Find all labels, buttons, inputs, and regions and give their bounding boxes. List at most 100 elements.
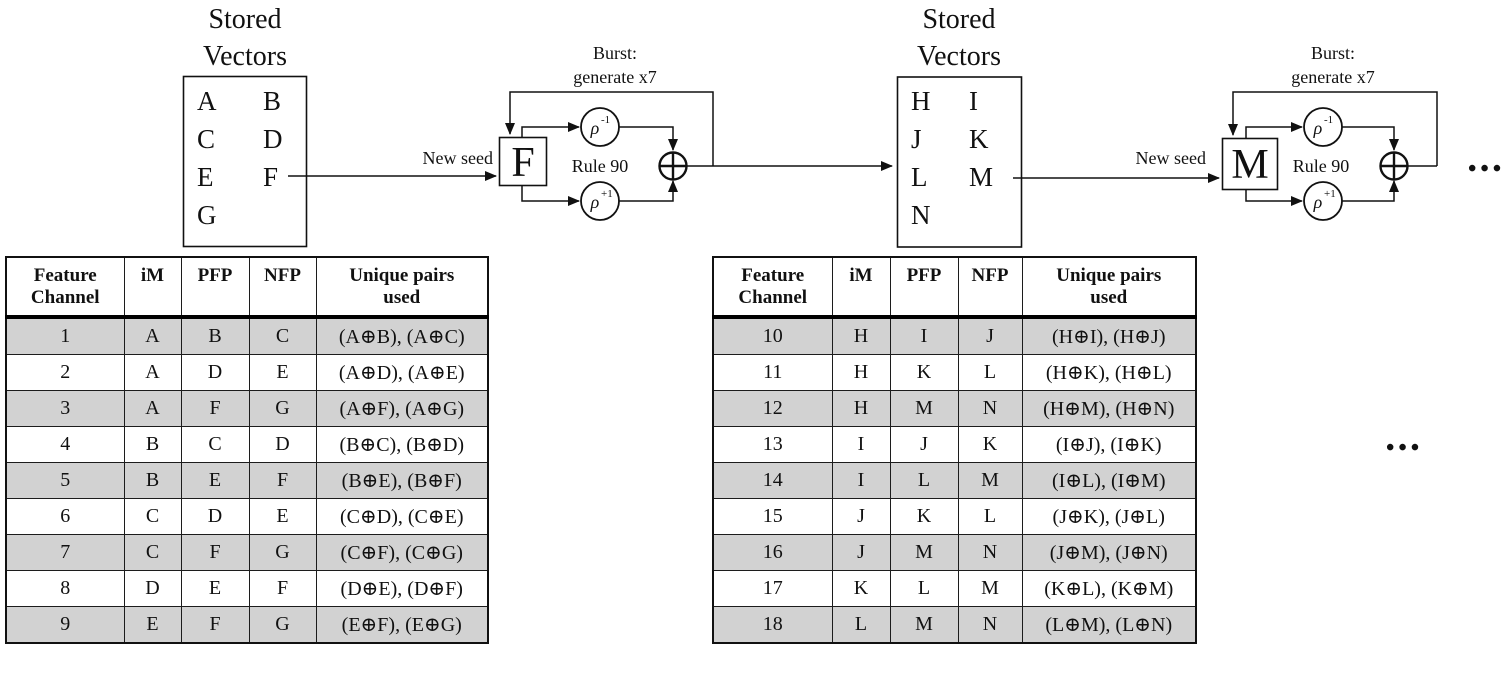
table-cell: 13 <box>712 426 833 463</box>
to-rho-bottom-arrow <box>521 185 580 206</box>
rho-bottom-exponent: +1 <box>1324 188 1336 200</box>
table-cell: K <box>831 570 891 607</box>
to-rho-bottom-arrow <box>1245 189 1303 206</box>
vector-letter: C <box>197 124 215 154</box>
rho-shift-right-node <box>580 181 620 221</box>
table-cell: (C⊕F), (C⊕G) <box>315 534 489 571</box>
table-cell: 15 <box>712 498 833 535</box>
rho-bottom-exponent: +1 <box>601 188 613 200</box>
table-cell: B <box>123 426 182 463</box>
stored-vectors-title-line1: Stored <box>922 4 995 35</box>
table-cell: (H⊕M), (H⊕N) <box>1021 390 1197 427</box>
vector-letter: G <box>197 200 217 230</box>
table-cell: J <box>957 316 1023 355</box>
table-cell: E <box>248 498 317 535</box>
to-rho-top-arrow <box>521 122 580 138</box>
table-cell: J <box>831 534 891 571</box>
col-header-unique-pairs: Unique pairs used <box>1021 256 1197 319</box>
table-cell: (K⊕L), (K⊕M) <box>1021 570 1197 607</box>
col-header-feature-channel: Feature Channel <box>5 256 125 319</box>
burst-feedback-path <box>1228 91 1438 166</box>
rho-symbol: ρ <box>1313 118 1323 138</box>
table-cell: C <box>123 498 182 535</box>
table-cell: B <box>123 462 182 499</box>
table-cell: (J⊕K), (J⊕L) <box>1021 498 1197 535</box>
table-cell: (D⊕E), (D⊕F) <box>315 570 489 607</box>
burst-feedback-path <box>505 91 714 166</box>
table-cell: (H⊕K), (H⊕L) <box>1021 354 1197 391</box>
table-cell: I <box>889 316 959 355</box>
table-cell: (H⊕I), (H⊕J) <box>1021 316 1197 355</box>
rho-bottom-to-xor-arrow <box>619 180 678 202</box>
table-cell: E <box>180 570 250 607</box>
table-cell: 2 <box>5 354 125 391</box>
table-cell: (A⊕B), (A⊕C) <box>315 316 489 355</box>
table-cell: D <box>248 426 317 463</box>
table-cell: E <box>123 606 182 644</box>
vector-letter: J <box>911 124 922 154</box>
table-cell: K <box>889 354 959 391</box>
table-cell: K <box>889 498 959 535</box>
table-cell: (B⊕E), (B⊕F) <box>315 462 489 499</box>
table-cell: G <box>248 390 317 427</box>
rho-top-exponent: -1 <box>1324 114 1333 126</box>
table-cell: H <box>831 390 891 427</box>
table-cell: 11 <box>712 354 833 391</box>
table-cell: I <box>831 462 891 499</box>
table-cell: N <box>957 606 1023 644</box>
rho-top-to-xor-arrow <box>1342 126 1399 151</box>
table-cell: I <box>831 426 891 463</box>
table-cell: D <box>180 498 250 535</box>
table-cell: H <box>831 316 891 355</box>
table-header-row: Feature Channel iM PFP NFP Unique pairs … <box>712 256 1197 319</box>
table-cell: (C⊕D), (C⊕E) <box>315 498 489 535</box>
table-cell: 6 <box>5 498 125 535</box>
burst-label-line1: Burst: <box>593 43 637 63</box>
table-cell: A <box>123 316 182 355</box>
table-cell: 3 <box>5 390 125 427</box>
vector-letter: E <box>197 162 214 192</box>
continuation-ellipsis-mid: ••• <box>1386 435 1423 461</box>
table-cell: (I⊕J), (I⊕K) <box>1021 426 1197 463</box>
table-cell: (J⊕M), (J⊕N) <box>1021 534 1197 571</box>
table-cell: L <box>831 606 891 644</box>
vector-letter: K <box>969 124 989 154</box>
table-header: Feature Channel iM PFP NFP Unique pairs … <box>712 256 1197 319</box>
stored-vectors-title-line1: Stored <box>208 4 281 35</box>
table-cell: 4 <box>5 426 125 463</box>
table-cell: A <box>123 354 182 391</box>
seed-letter: M <box>1231 142 1268 188</box>
table-cell: F <box>248 570 317 607</box>
table-cell: M <box>889 534 959 571</box>
table-cell: M <box>889 606 959 644</box>
vector-letter: I <box>969 86 978 116</box>
table-cell: 7 <box>5 534 125 571</box>
table-cell: F <box>180 534 250 571</box>
table-cell: J <box>889 426 959 463</box>
rho-bottom-to-xor-arrow <box>1342 180 1399 202</box>
table-cell: F <box>180 390 250 427</box>
new-seed-label: New seed <box>1136 148 1206 168</box>
table-cell: L <box>957 498 1023 535</box>
table-cell: 8 <box>5 570 125 607</box>
table-cell: K <box>957 426 1023 463</box>
table-cell: 12 <box>712 390 833 427</box>
burst-label-line2: generate x7 <box>1291 67 1374 87</box>
table-cell: 9 <box>5 606 125 644</box>
continuation-ellipsis-top: ••• <box>1468 156 1505 182</box>
